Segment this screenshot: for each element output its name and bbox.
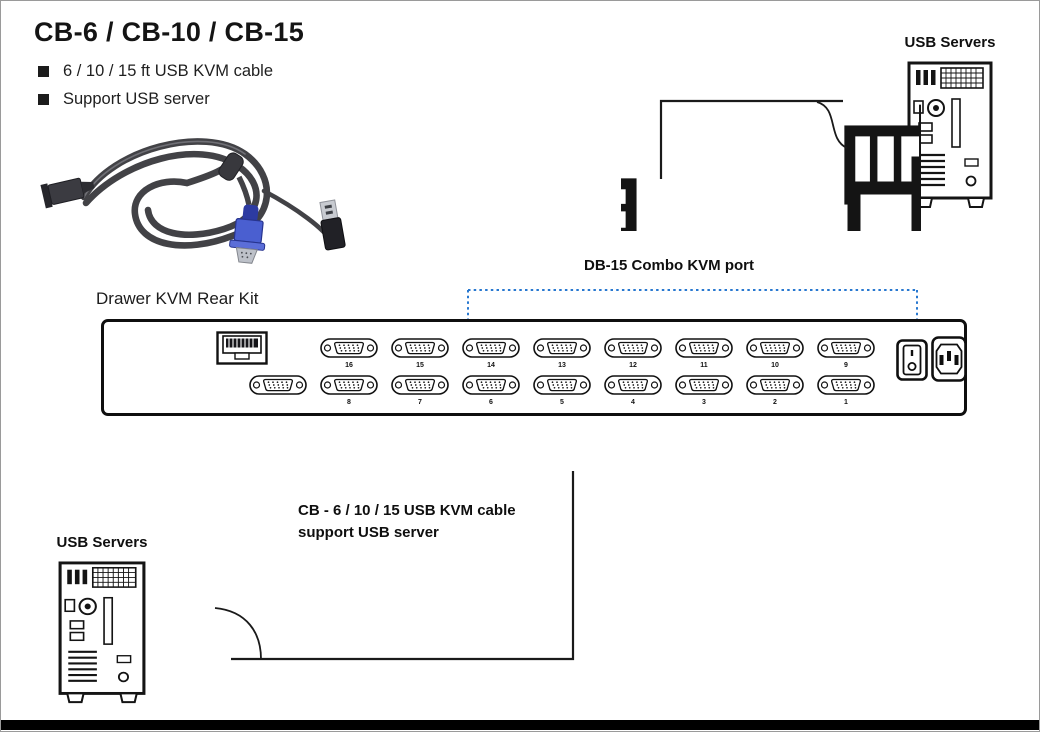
feature-text: Support USB server bbox=[63, 90, 210, 108]
db15-port: 11 bbox=[675, 335, 733, 369]
port-number: 15 bbox=[416, 362, 424, 369]
feature-bullet-2: Support USB server bbox=[38, 90, 210, 109]
vga-connector-icon bbox=[587, 421, 601, 461]
db15-port-icon bbox=[746, 372, 804, 398]
feature-text: 6 / 10 / 15 ft USB KVM cable bbox=[63, 62, 274, 80]
ferrite-bead-icon bbox=[218, 152, 244, 181]
server-cable-top-drawing bbox=[621, 81, 921, 231]
db15-port-icon bbox=[462, 372, 520, 398]
usb-connector-icon bbox=[151, 651, 204, 677]
db15-port-icon bbox=[817, 335, 875, 361]
usb-strand bbox=[261, 188, 334, 244]
rear-panel: 16 15 14 13 12 11 10 9 8 7 6 5 4 3 2 1 bbox=[101, 319, 967, 416]
db15-port: 6 bbox=[462, 372, 520, 406]
cable-note-line1: CB - 6 / 10 / 15 USB KVM cable bbox=[298, 502, 516, 519]
db15-port-icon bbox=[604, 372, 662, 398]
db15-port: 3 bbox=[675, 372, 733, 406]
cable-note: CB - 6 / 10 / 15 USB KVM cable support U… bbox=[298, 500, 516, 544]
port-number: 11 bbox=[700, 362, 708, 369]
bullet-square-icon bbox=[38, 66, 49, 77]
db15-port: 1 bbox=[817, 372, 875, 406]
port-number: 10 bbox=[771, 362, 779, 369]
db15-port: 7 bbox=[391, 372, 449, 406]
port-number: 4 bbox=[631, 399, 635, 406]
usb-servers-label-bottom: USB Servers bbox=[56, 534, 148, 551]
vga-strand bbox=[236, 175, 252, 206]
port-number: 16 bbox=[345, 362, 353, 369]
cable-highlight bbox=[83, 140, 246, 198]
vga-connector-icon bbox=[151, 673, 221, 676]
port-number: 8 bbox=[347, 399, 351, 406]
db15-port-icon bbox=[675, 335, 733, 361]
db15-port-icon bbox=[604, 335, 662, 361]
db15-port-icon bbox=[391, 372, 449, 398]
dvi-connector-icon bbox=[40, 177, 95, 209]
port-number: 7 bbox=[418, 399, 422, 406]
db15-port-icon bbox=[462, 335, 520, 361]
power-switch-icon bbox=[896, 339, 928, 381]
page-title: CB-6 / CB-10 / CB-15 bbox=[34, 17, 305, 47]
db15-port: 16 bbox=[320, 335, 378, 369]
port-number: 6 bbox=[489, 399, 493, 406]
db15-port-icon bbox=[320, 335, 378, 361]
db15-port: 8 bbox=[320, 372, 378, 406]
port-number: 12 bbox=[629, 362, 637, 369]
db15-port-icon bbox=[817, 372, 875, 398]
port-number: 1 bbox=[844, 399, 848, 406]
db15-port: 12 bbox=[604, 335, 662, 369]
drawer-kit-label: Drawer KVM Rear Kit bbox=[96, 289, 259, 308]
vga-connector-icon bbox=[621, 184, 665, 231]
server-cable-bottom-drawing bbox=[151, 421, 601, 676]
bullet-square-icon bbox=[38, 94, 49, 105]
port-number: 9 bbox=[844, 362, 848, 369]
db15-port-icon bbox=[746, 335, 804, 361]
rear-panel-ports: 16 15 14 13 12 11 10 9 8 7 6 5 4 3 2 1 bbox=[104, 322, 964, 413]
port-number: 5 bbox=[560, 399, 564, 406]
db15-dotted-bracket bbox=[467, 289, 918, 319]
usb-servers-label-top: USB Servers bbox=[904, 34, 996, 51]
kvm-cable-photo bbox=[40, 138, 346, 264]
db15-port bbox=[249, 372, 307, 399]
db15-port-icon bbox=[533, 372, 591, 398]
db15-port: 9 bbox=[817, 335, 875, 369]
db15-port: 2 bbox=[746, 372, 804, 406]
bottom-border-bar bbox=[1, 720, 1039, 730]
db15-port-icon bbox=[533, 335, 591, 361]
db15-port-icon bbox=[320, 372, 378, 398]
db15-port: 15 bbox=[391, 335, 449, 369]
usb-server-bottom-icon bbox=[56, 561, 148, 706]
db15-combo-label: DB-15 Combo KVM port bbox=[584, 257, 754, 274]
db15-port: 4 bbox=[604, 372, 662, 406]
db15-port-icon bbox=[675, 372, 733, 398]
cable-note-line2: support USB server bbox=[298, 524, 439, 541]
port-number: 14 bbox=[487, 362, 495, 369]
usb-connector-photo-icon bbox=[319, 199, 346, 251]
port-number: 13 bbox=[558, 362, 566, 369]
db15-port-icon bbox=[391, 335, 449, 361]
db15-port: 10 bbox=[746, 335, 804, 369]
port-number: 3 bbox=[702, 399, 706, 406]
port-number: 2 bbox=[773, 399, 777, 406]
feature-bullet-1: 6 / 10 / 15 ft USB KVM cable bbox=[38, 62, 273, 81]
db15-port: 14 bbox=[462, 335, 520, 369]
ac-inlet-icon bbox=[931, 336, 967, 382]
db15-port-icon bbox=[249, 372, 307, 398]
db15-port: 5 bbox=[533, 372, 591, 406]
vga-connector-blue-icon bbox=[229, 204, 266, 264]
db15-port: 13 bbox=[533, 335, 591, 369]
